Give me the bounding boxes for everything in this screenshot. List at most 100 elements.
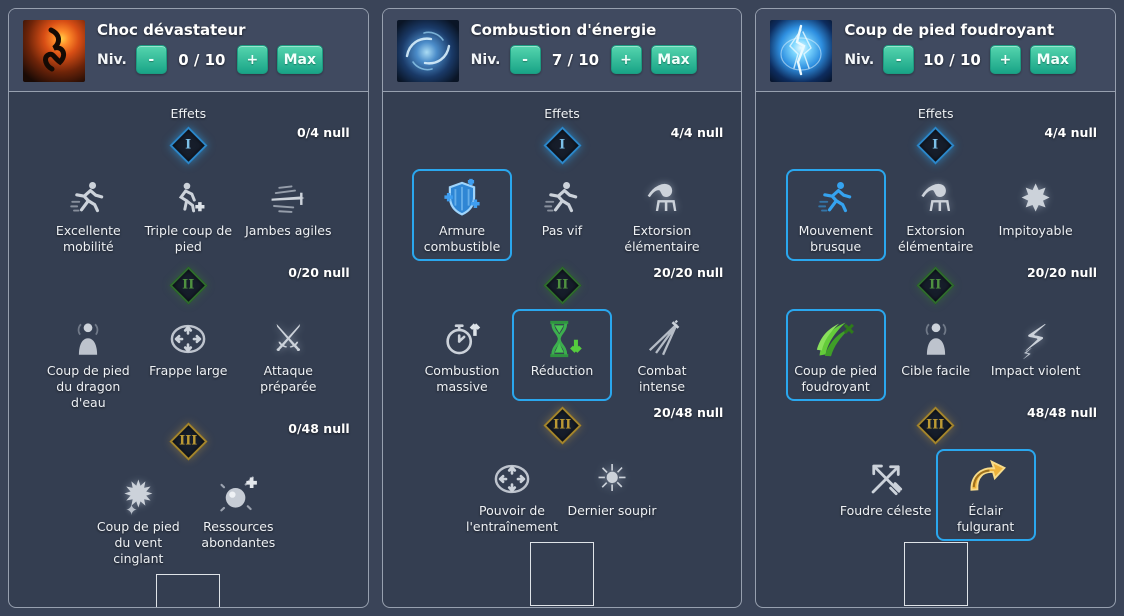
- skill-item[interactable]: Coup de pied du dragon d'eau: [38, 309, 138, 417]
- runner-icon: [541, 175, 583, 223]
- lightning-icon: ⚡⚡: [1022, 317, 1049, 363]
- skill-label: Extorsion élémentaire: [624, 223, 700, 254]
- skill-item[interactable]: Combustion massive: [412, 309, 512, 401]
- level-controls: Niv. - 0 / 10 + Max: [97, 45, 356, 74]
- skill-item[interactable]: Cible facile: [886, 309, 986, 401]
- level-max-button[interactable]: Max: [276, 45, 323, 74]
- tier-numeral: III: [552, 417, 572, 433]
- tier-count: 20/20 null: [653, 265, 724, 280]
- level-plus-button[interactable]: +: [989, 45, 1021, 74]
- skill-item[interactable]: Combat intense: [612, 309, 712, 401]
- starburst-icon: ✹✦: [122, 473, 154, 519]
- skill-item[interactable]: ☀Dernier soupir: [562, 449, 662, 541]
- tier-count: 4/4 null: [1044, 125, 1098, 140]
- shield-plus-icon: [440, 175, 484, 223]
- skill-row: Mouvement brusque⚗Extorsion élémentaire✸…: [770, 169, 1101, 261]
- level-minus-button[interactable]: -: [135, 45, 167, 74]
- tier-II-diamond-icon: II: [916, 265, 955, 305]
- skill-item[interactable]: Frappe large: [138, 309, 238, 417]
- skill-item[interactable]: Excellente mobilité: [38, 169, 138, 261]
- flask-icon: ⚗: [919, 177, 953, 220]
- sun-burst-icon: ☀: [595, 457, 629, 500]
- effects-title: Effets: [544, 106, 580, 121]
- skill-item[interactable]: Mouvement brusque: [785, 169, 886, 261]
- level-max-button[interactable]: Max: [650, 45, 697, 74]
- crossed-arrows-icon: [865, 455, 907, 503]
- tier-count: 20/20 null: [1026, 265, 1098, 280]
- figure-plus-icon: [167, 175, 209, 223]
- tier-numeral: II: [182, 277, 195, 293]
- tier-III-diamond-icon: III: [542, 405, 582, 445]
- level-label: Niv.: [844, 51, 875, 68]
- skill-item[interactable]: Jambes agiles: [238, 169, 338, 261]
- skill-panel: Combustion d'énergie Niv. - 7 / 10 + Max…: [381, 8, 743, 608]
- head-info: Choc dévastateur Niv. - 0 / 10 + Max: [97, 20, 356, 74]
- skill-item[interactable]: ✹✦Coup de pied du vent cinglant: [88, 465, 188, 573]
- empty-slot[interactable]: [156, 574, 221, 607]
- skill-title: Combustion d'énergie: [470, 21, 657, 39]
- runner-blue-icon: [815, 175, 857, 223]
- empty-slot[interactable]: [903, 542, 968, 606]
- skill-label: Attaque préparée: [260, 363, 317, 394]
- skill-item[interactable]: Réduction: [512, 309, 612, 401]
- hourglass-down-icon: [540, 315, 584, 363]
- skill-item[interactable]: Éclair fulgurant: [935, 449, 1036, 541]
- spike-burst-icon: ✸: [1020, 177, 1052, 220]
- runner-icon: [67, 175, 109, 223]
- circle-arrows-icon: [167, 315, 209, 363]
- skill-item[interactable]: ⚗Extorsion élémentaire: [886, 169, 986, 261]
- fire-kick-portrait-icon: [23, 20, 85, 82]
- skill-item[interactable]: Coup de pied foudroyant: [785, 309, 886, 401]
- skill-item[interactable]: ⚔Attaque préparée: [238, 309, 338, 417]
- empty-slot[interactable]: [530, 542, 594, 606]
- skill-item[interactable]: ⚗Extorsion élémentaire: [612, 169, 712, 261]
- person-icon: [67, 315, 109, 363]
- tier-numeral: III: [179, 433, 198, 449]
- level-minus-button[interactable]: -: [883, 45, 915, 74]
- panel-header: Combustion d'énergie Niv. - 7 / 10 + Max: [382, 9, 742, 92]
- skill-item[interactable]: Armure combustible: [412, 169, 512, 261]
- skill-panel: Choc dévastateur Niv. - 0 / 10 + Max Eff…: [8, 8, 369, 608]
- tier-count: 4/4 null: [670, 125, 724, 140]
- skill-label: Cible facile: [901, 363, 971, 378]
- skill-label: Frappe large: [149, 363, 228, 378]
- level-value: 0 / 10: [178, 50, 226, 69]
- skill-item[interactable]: Pas vif: [512, 169, 612, 261]
- skill-title: Coup de pied foudroyant: [844, 21, 1055, 39]
- tier-I-diamond-icon: I: [542, 125, 582, 165]
- tier-III-diamond-icon: III: [169, 421, 208, 461]
- person-icon: [915, 315, 957, 363]
- tier-numeral: I: [558, 137, 566, 153]
- skill-item[interactable]: ⚡⚡Impact violent: [986, 309, 1086, 401]
- level-plus-button[interactable]: +: [610, 45, 642, 74]
- skill-label: Armure combustible: [423, 223, 501, 254]
- lightning-orb-portrait-icon: [770, 20, 833, 82]
- flask-icon: ⚗: [645, 177, 679, 220]
- skill-label: Pouvoir de l'entraînement: [466, 503, 558, 534]
- level-minus-button[interactable]: -: [509, 45, 541, 74]
- tier-II-diamond-icon: II: [169, 265, 208, 305]
- tier-row: II 20/20 null: [770, 264, 1101, 306]
- tier-III-diamond-icon: III: [916, 405, 955, 445]
- skill-item[interactable]: Triple coup de pied: [138, 169, 238, 261]
- tier-I-diamond-icon: I: [916, 125, 955, 165]
- tier-count: 48/48 null: [1026, 405, 1098, 420]
- level-max-button[interactable]: Max: [1029, 45, 1076, 74]
- level-plus-button[interactable]: +: [236, 45, 268, 74]
- skill-item[interactable]: Pouvoir de l'entraînement: [462, 449, 562, 541]
- head-info: Coup de pied foudroyant Niv. - 10 / 10 +…: [844, 20, 1103, 74]
- skill-item[interactable]: Foudre céleste: [836, 449, 936, 541]
- skill-item[interactable]: Ressources abondantes: [188, 465, 288, 573]
- level-label: Niv.: [97, 51, 127, 68]
- skill-item[interactable]: ✸Impitoyable: [986, 169, 1086, 261]
- tier-numeral: I: [185, 137, 192, 153]
- tier-count: 20/48 null: [653, 405, 724, 420]
